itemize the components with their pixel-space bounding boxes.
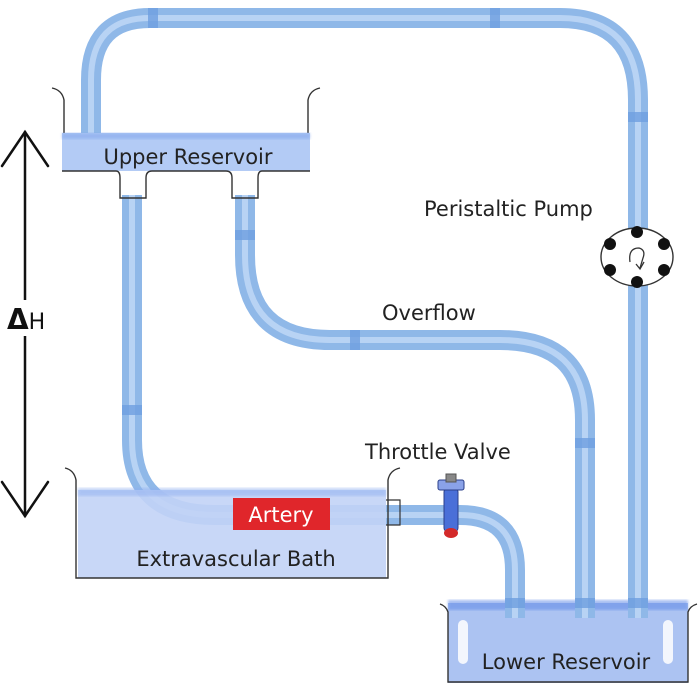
lower-reservoir-label: Lower Reservoir: [482, 650, 651, 674]
upper-reservoir-label: Upper Reservoir: [103, 145, 272, 169]
extravascular-bath: Extravascular Bath: [64, 467, 401, 579]
throttle-valve-label: Throttle Valve: [364, 440, 511, 464]
delta-h-symbol: ΔH: [7, 303, 45, 336]
upper-reservoir: Upper Reservoir: [51, 87, 321, 199]
peristaltic-pump-label: Peristaltic Pump: [424, 197, 593, 221]
overflow-label: Overflow: [382, 301, 476, 325]
throttle-valve-icon: [437, 473, 465, 538]
extravascular-bath-label: Extravascular Bath: [136, 547, 335, 571]
artery-label: Artery: [248, 503, 313, 527]
height-letter: H: [29, 310, 46, 335]
feed-tube: [122, 195, 240, 525]
peristaltic-pump-rotor-icon: [600, 226, 674, 288]
artery: Artery: [233, 498, 330, 530]
tube-joints: [122, 8, 648, 608]
delta-symbol: Δ: [7, 303, 29, 336]
